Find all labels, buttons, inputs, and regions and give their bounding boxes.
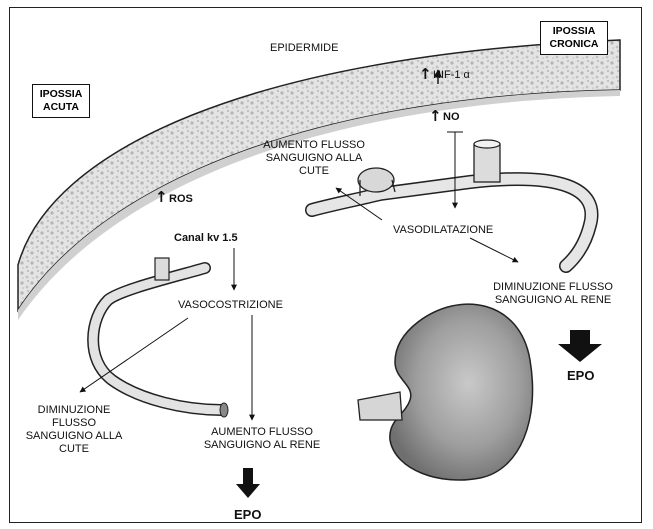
epo-right-arrow bbox=[558, 330, 602, 362]
vessel-right-stub-top bbox=[474, 140, 500, 148]
label-epidermide: EPIDERMIDE bbox=[270, 42, 338, 55]
label-aumento-cute: AUMENTO FLUSSO SANGUIGNO ALLA CUTE bbox=[254, 139, 374, 178]
arrow-up-icon-ros: ↑ bbox=[155, 190, 168, 205]
kidney bbox=[390, 304, 533, 480]
box-ipossia-acuta: IPOSSIA ACUTA bbox=[32, 84, 90, 118]
label-no: NO bbox=[443, 111, 460, 124]
label-diminuzione-cute: DIMINUZIONE FLUSSO SANGUIGNO ALLA CUTE bbox=[18, 404, 130, 456]
label-vasodilatazione: VASODILATAZIONE bbox=[393, 224, 493, 237]
arrow-vasodil-to-rene bbox=[470, 238, 518, 262]
label-epo-right: EPO bbox=[567, 369, 594, 382]
box-ipossia-cronica: IPOSSIA CRONICA bbox=[540, 21, 608, 55]
arrow-up-icon-no: ↑ bbox=[429, 109, 442, 124]
label-vasocostrizione: VASOCOSTRIZIONE bbox=[178, 299, 283, 312]
label-diminuzione-rene: DIMINUZIONE FLUSSO SANGUIGNO AL RENE bbox=[488, 281, 618, 307]
label-ros: ROS bbox=[169, 193, 193, 206]
vessel-left-end bbox=[220, 403, 228, 417]
renal-vessels bbox=[358, 392, 402, 420]
epo-left-arrow bbox=[236, 468, 260, 498]
label-epo-left: EPO bbox=[234, 508, 261, 521]
arrow-up-icon-hif: ↑ bbox=[419, 67, 432, 82]
label-canal: Canal kv 1.5 bbox=[174, 232, 238, 245]
label-aumento-rene: AUMENTO FLUSSO SANGUIGNO AL RENE bbox=[196, 426, 328, 452]
vessel-left-branch bbox=[155, 258, 169, 280]
vessel-right-stub bbox=[474, 144, 500, 182]
label-hif: HIF-1 α bbox=[433, 69, 470, 82]
